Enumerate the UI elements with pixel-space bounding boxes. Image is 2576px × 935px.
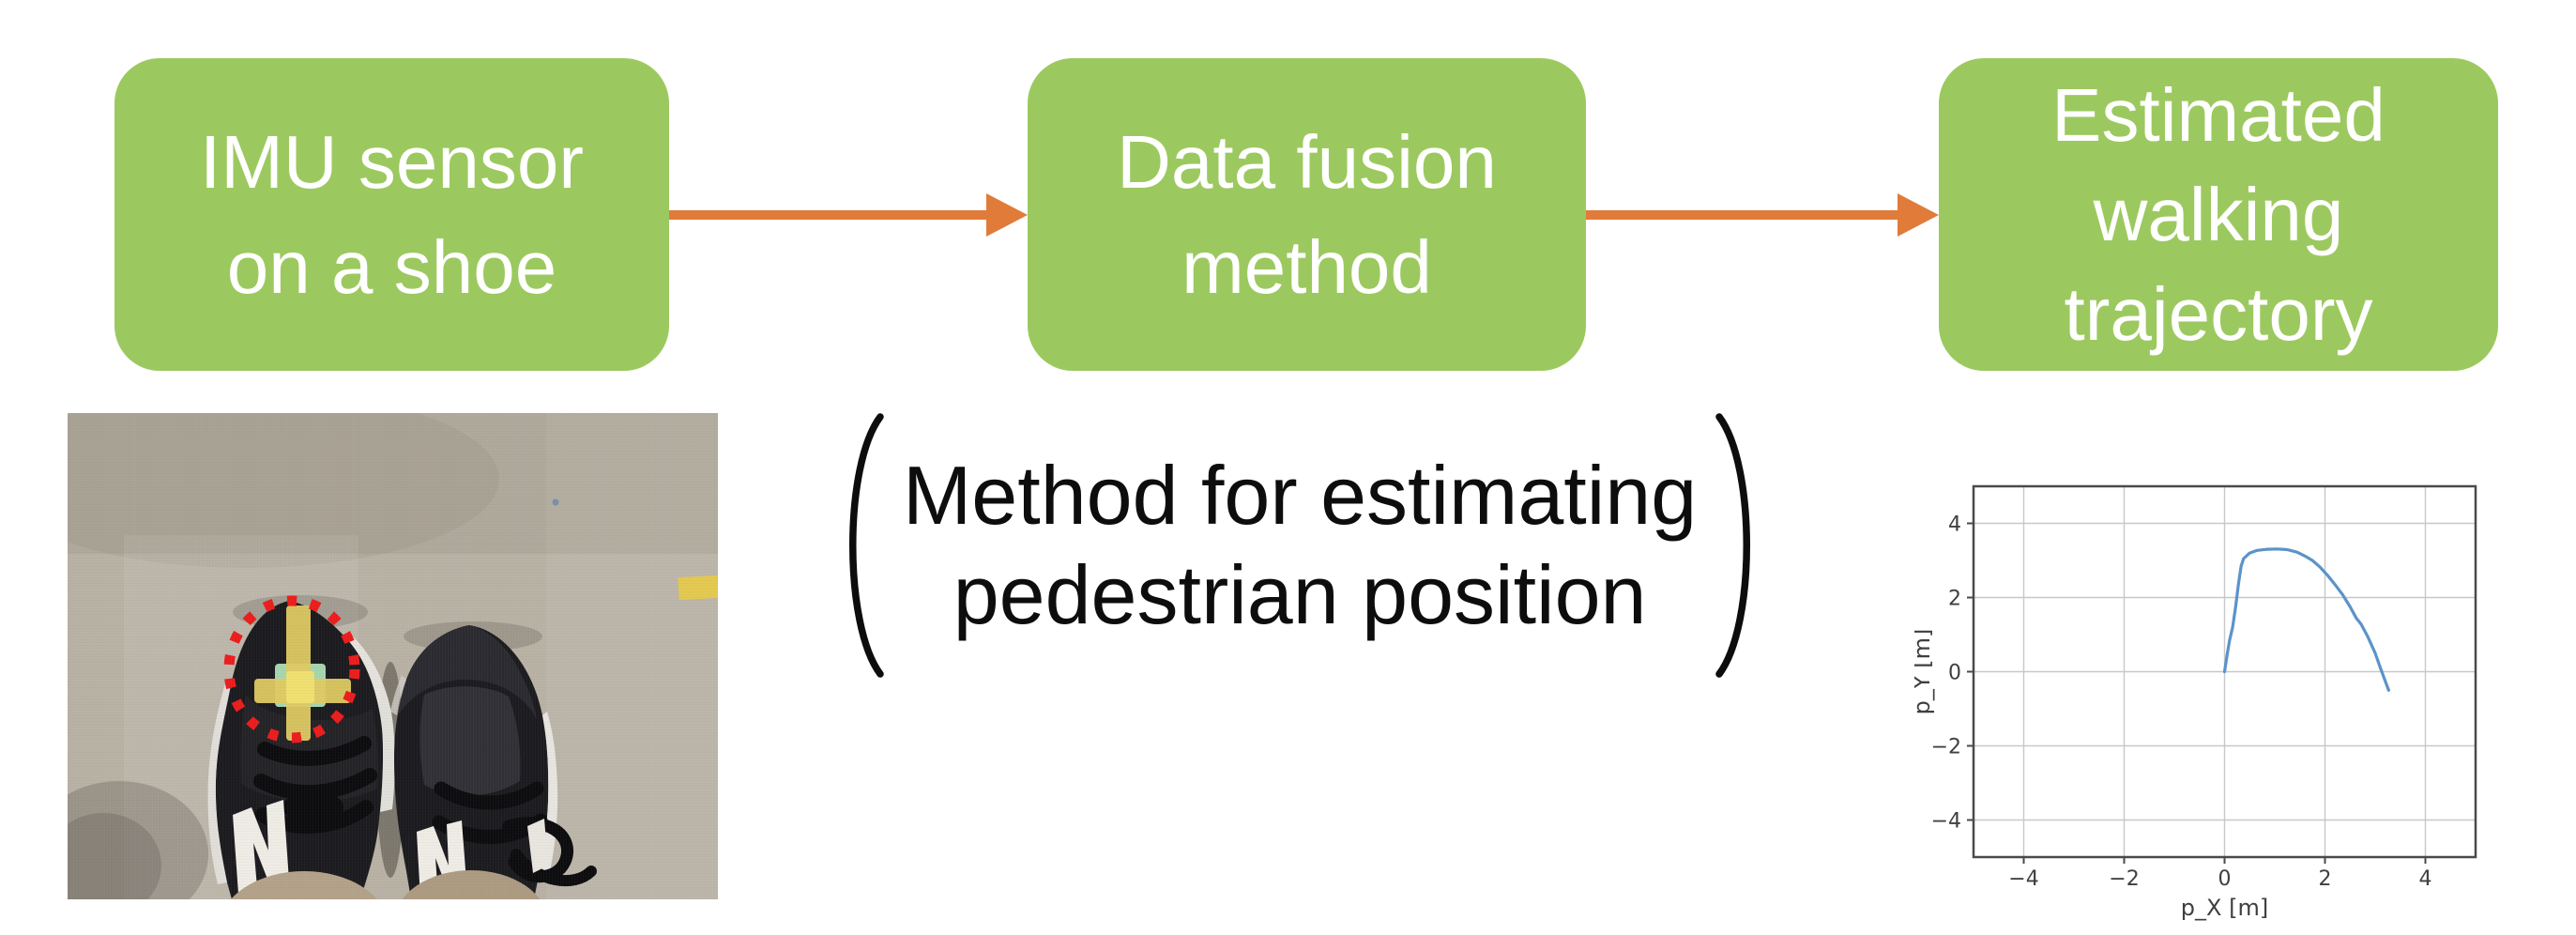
carpet-shade-blob	[68, 413, 499, 568]
y-tick-label: −2	[1931, 736, 1961, 759]
right-pant-cuff	[402, 870, 541, 899]
right-parenthesis-icon	[1715, 413, 1751, 678]
left-shoe-sole-edge-left	[207, 683, 231, 884]
carpet-shadow-bottom-left-core	[68, 813, 161, 899]
carpet-background	[68, 413, 718, 899]
x-tick-label: 2	[2319, 867, 2332, 891]
x-tick-label: −4	[2008, 867, 2038, 891]
flow-arrow-1-head-icon	[986, 193, 1028, 237]
flow-box-label-line: Data fusion	[1117, 119, 1497, 204]
right-shoe-n-logo-flash	[527, 819, 548, 873]
right-shoe-nylon-panel	[419, 686, 521, 796]
flow-box-label-line: walking	[2093, 172, 2344, 256]
trajectory-line	[2222, 547, 2390, 692]
left-shoe-lace-knot	[283, 790, 343, 824]
flow-box-data-fusion: Data fusion method	[1028, 58, 1586, 371]
shoe-photo	[68, 413, 718, 899]
x-tick-label: 0	[2218, 867, 2232, 891]
carpet-shadow-bottom-left	[68, 781, 208, 899]
flow-arrow-1-shaft	[669, 210, 992, 220]
flow-arrow-2-head-icon	[1898, 193, 1939, 237]
left-shoe	[207, 601, 395, 899]
floor-tape-strip	[678, 575, 718, 601]
plot-frame	[1972, 484, 2477, 859]
annotation-parenthetical: Method for estimating pedestrian positio…	[831, 411, 1768, 680]
y-tick-label: −4	[1931, 810, 1961, 834]
left-shoe-n-logo	[233, 800, 289, 894]
y-tick-label: 2	[1948, 588, 1961, 611]
x-tick-label: −2	[2109, 867, 2139, 891]
tape-center	[286, 671, 314, 703]
flow-box-imu-sensor: IMU sensor on a shoe	[114, 58, 669, 371]
flow-box-label-line: method	[1181, 224, 1432, 309]
imu-sensor-marker	[254, 605, 351, 741]
carpet-light-right	[546, 413, 718, 899]
right-shoe	[390, 625, 597, 899]
y-axis-label: p_Y [m]	[1914, 629, 1935, 715]
flow-box-label-line: trajectory	[2064, 271, 2373, 356]
annotation-line: Method for estimating	[903, 449, 1698, 542]
right-shoe-toe-cap	[398, 625, 537, 719]
carpet-shade-top	[68, 413, 718, 554]
y-tick-label: 4	[1948, 513, 1961, 537]
flow-box-estimated-trajectory: Estimated walking trajectory	[1939, 58, 2498, 371]
y-tick-label: 0	[1948, 662, 1961, 685]
x-axis-label: p_X [m]	[2181, 895, 2268, 921]
left-parenthesis-icon	[849, 413, 884, 678]
flow-box-label-line: IMU sensor	[200, 119, 584, 204]
right-shoe-sole-sliver	[390, 675, 406, 715]
flow-box-label-line: Estimated	[2051, 72, 2385, 157]
sensor-highlight-dotted-circle	[223, 595, 360, 743]
left-shoe-sole-edge	[346, 636, 395, 812]
flow-box-label-line: on a shoe	[226, 224, 557, 309]
left-shoe-lace	[257, 736, 372, 766]
right-shoe-lace	[434, 781, 544, 810]
annotation-line: pedestrian position	[953, 548, 1647, 641]
x-tick-label: 4	[2419, 867, 2432, 891]
annotation-text: Method for estimating pedestrian positio…	[903, 411, 1697, 680]
carpet-speck	[552, 498, 559, 506]
trajectory-chart: −4 −2 0 2 4 −4 −2 0 2 4 p_X [m] p_Y [m]	[1914, 484, 2477, 921]
right-shoe-lace-end	[511, 849, 597, 887]
left-shoe-mudguard	[240, 695, 378, 802]
left-pant-cuff	[231, 871, 377, 899]
flow-arrow-2-shaft	[1586, 210, 1901, 220]
